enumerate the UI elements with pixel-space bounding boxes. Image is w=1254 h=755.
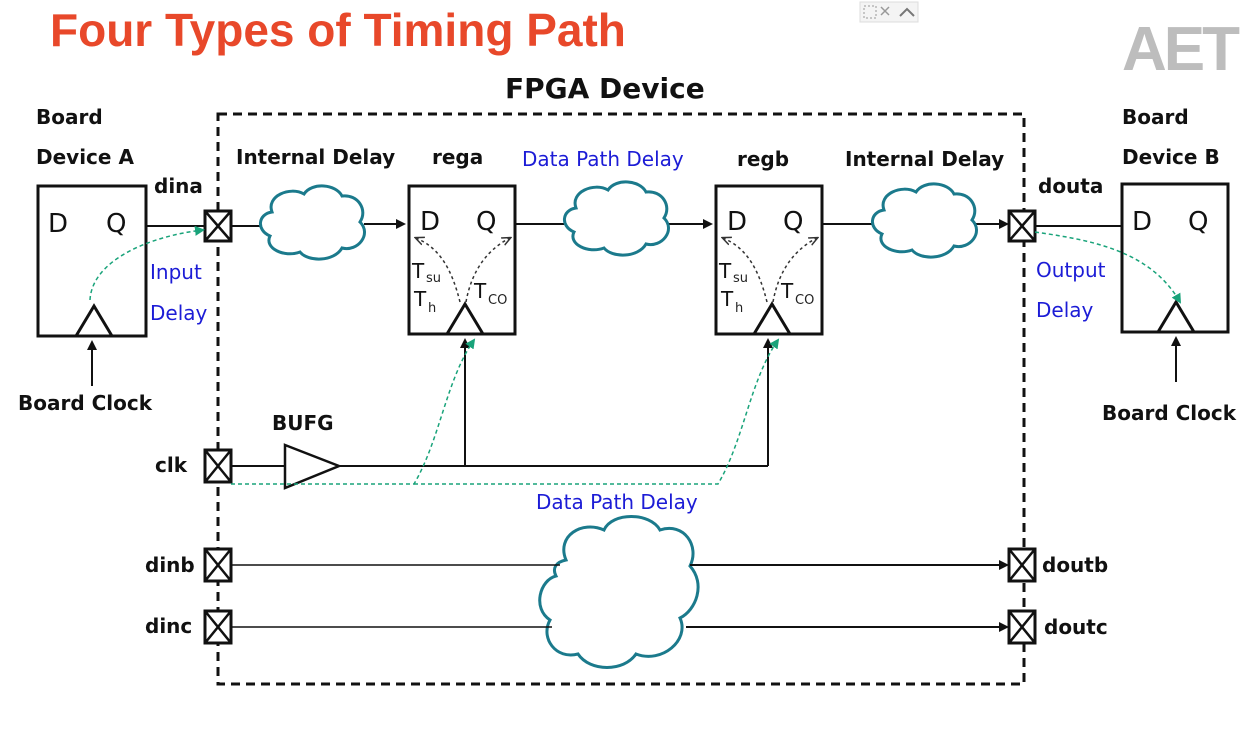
- output-delay-label-2: Delay: [1036, 298, 1094, 322]
- svg-text:T: T: [473, 279, 487, 303]
- board-a-q: Q: [106, 209, 126, 239]
- internal-delay-out-label: Internal Delay: [845, 147, 1004, 171]
- rega-th: T h: [413, 287, 436, 316]
- aet-logo: AET: [1122, 15, 1240, 84]
- board-b-title-2: Device B: [1122, 145, 1220, 169]
- svg-text:CO: CO: [488, 293, 507, 308]
- board-a-title-2: Device A: [36, 145, 134, 169]
- timing-path-highlights: [89, 225, 1182, 485]
- board-a-title-1: Board: [36, 105, 103, 129]
- board-b-clock-label: Board Clock: [1102, 401, 1237, 425]
- regb-label: regb: [737, 147, 789, 171]
- svg-text:su: su: [733, 271, 748, 286]
- rega-label: rega: [432, 145, 483, 169]
- io-pin-clk: [203, 448, 233, 484]
- board-b-q: Q: [1188, 207, 1208, 237]
- fpga-boundary: [216, 112, 1026, 686]
- data-path-delay-bottom-label: Data Path Delay: [536, 490, 698, 514]
- internal-delay-in-label: Internal Delay: [236, 145, 395, 169]
- pin-label-dina: dina: [154, 174, 203, 198]
- io-pin-dinb: [203, 547, 233, 583]
- rega-q: Q: [476, 207, 496, 237]
- svg-text:su: su: [426, 271, 441, 286]
- internal-delay-cloud-in: [259, 184, 366, 261]
- svg-text:T: T: [411, 259, 425, 283]
- svg-text:T: T: [718, 259, 732, 283]
- expand-icon[interactable]: [880, 6, 890, 16]
- bufg-label: BUFG: [272, 411, 334, 435]
- bufg-buffer: [283, 443, 343, 490]
- page-title: Four Types of Timing Path: [50, 4, 626, 56]
- svg-text:h: h: [428, 301, 436, 316]
- pin-label-doutc: doutc: [1044, 615, 1108, 639]
- regb-th: T h: [720, 287, 743, 316]
- regb-q: Q: [783, 207, 803, 237]
- data-path-delay-cloud-top: [563, 180, 670, 257]
- svg-text:T: T: [780, 279, 794, 303]
- io-pin-douta: [1007, 209, 1037, 243]
- io-pin-dina: [203, 209, 233, 243]
- regb-d: D: [727, 207, 747, 237]
- input-delay-label-1: Input: [150, 260, 202, 284]
- svg-text:h: h: [735, 301, 743, 316]
- internal-delay-cloud-out: [871, 182, 978, 259]
- input-delay-label-2: Delay: [150, 301, 208, 325]
- rega-tco: T CO: [473, 279, 507, 308]
- window-toolbar[interactable]: [859, 1, 919, 23]
- pin-label-dinb: dinb: [145, 553, 195, 577]
- board-device-b: [1120, 182, 1230, 334]
- regb-tco: T CO: [780, 279, 814, 308]
- pin-label-dinc: dinc: [145, 614, 192, 638]
- rega-tsu: T su: [411, 259, 441, 286]
- pin-label-doutb: doutb: [1042, 553, 1108, 577]
- board-b-d: D: [1132, 207, 1152, 237]
- regb-tsu: T su: [718, 259, 748, 286]
- svg-text:CO: CO: [795, 293, 814, 308]
- board-a-clock-triangle: [74, 303, 114, 337]
- board-a-d: D: [48, 209, 68, 239]
- board-b-title-1: Board: [1122, 105, 1189, 129]
- io-pin-doutb: [1007, 547, 1037, 583]
- pin-label-douta: douta: [1038, 174, 1103, 198]
- board-a-clock-label: Board Clock: [18, 391, 153, 415]
- svg-text:T: T: [413, 287, 427, 311]
- svg-text:T: T: [720, 287, 734, 311]
- chevron-up-icon[interactable]: [899, 7, 915, 17]
- data-path-delay-cloud-bottom: [538, 515, 700, 669]
- data-path-delay-top-label: Data Path Delay: [522, 147, 684, 171]
- grid-icon[interactable]: [863, 5, 877, 19]
- output-delay-label-1: Output: [1036, 258, 1106, 282]
- pin-label-clk: clk: [155, 453, 188, 477]
- regb-clock-triangle: [752, 301, 792, 335]
- io-pin-doutc: [1007, 609, 1037, 645]
- rega-clock-triangle: [445, 301, 485, 335]
- fpga-label: FPGA Device: [505, 72, 705, 105]
- io-pin-dinc: [203, 609, 233, 645]
- rega-d: D: [420, 207, 440, 237]
